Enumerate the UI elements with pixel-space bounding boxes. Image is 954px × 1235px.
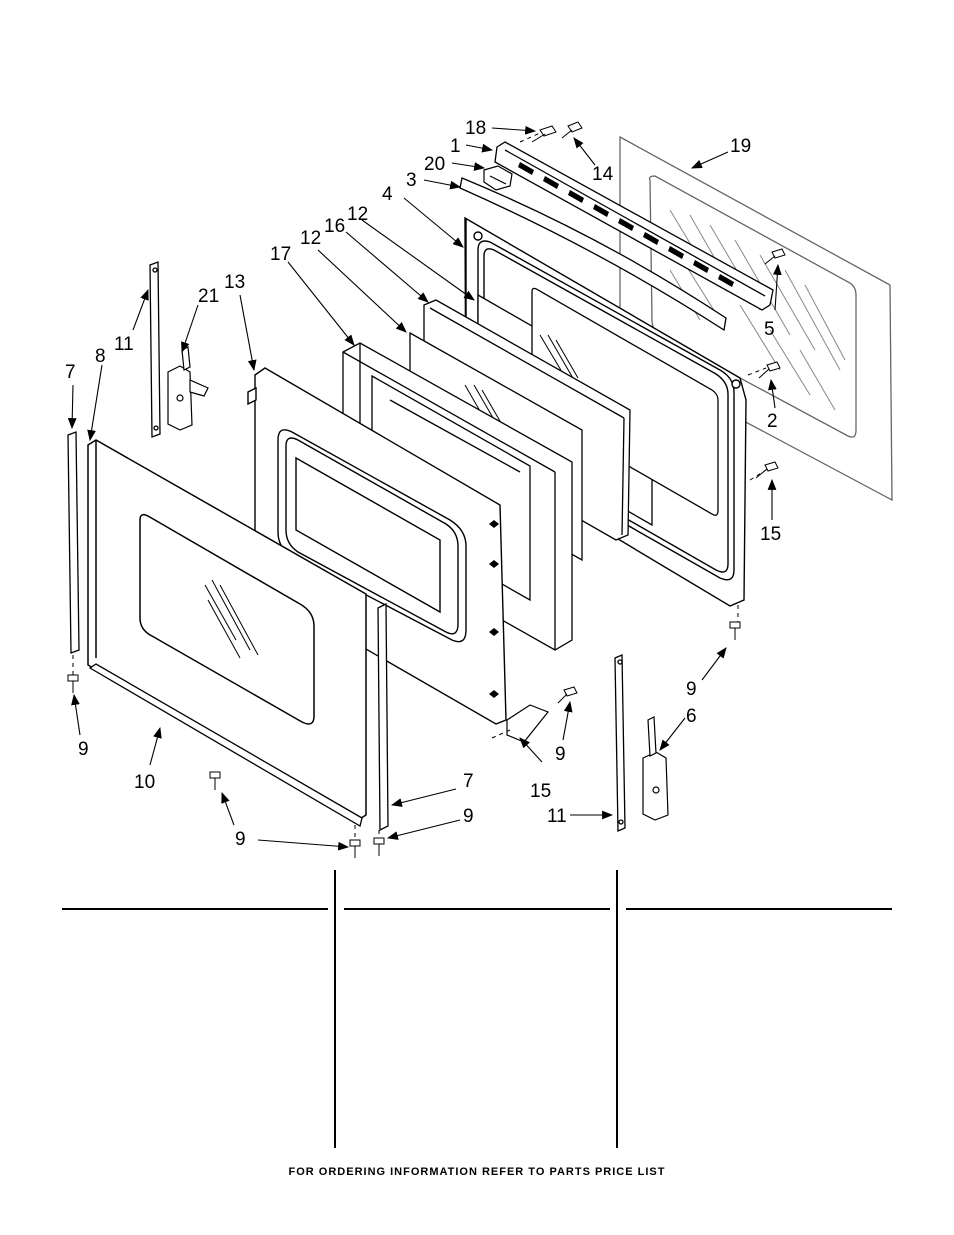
table-rule-right xyxy=(626,908,892,910)
callout-9-bottom: 9 xyxy=(235,829,246,850)
part-21-hinge xyxy=(167,346,209,431)
screws-top xyxy=(531,121,786,479)
part-3-trim-strip xyxy=(459,177,727,332)
callout-13: 13 xyxy=(224,272,245,293)
callout-3: 3 xyxy=(406,170,417,191)
footer-note: FOR ORDERING INFORMATION REFER TO PARTS … xyxy=(288,1166,666,1178)
part-13-liner xyxy=(247,367,507,725)
table-column-divider-2 xyxy=(616,870,618,1148)
callout-9-hinge: 9 xyxy=(686,679,697,700)
callout-5: 5 xyxy=(764,319,775,340)
table-rule-left xyxy=(62,908,328,910)
callout-17: 17 xyxy=(270,244,291,265)
part-6-hinge xyxy=(642,716,669,821)
part-11-hinge-channel-right xyxy=(614,654,626,832)
callout-2: 2 xyxy=(767,411,778,432)
callout-15-right: 15 xyxy=(760,524,781,545)
table-rule-middle xyxy=(344,908,610,910)
part-20-clip xyxy=(483,165,513,191)
leader-arrows xyxy=(67,125,782,851)
part-11-hinge-channel-left xyxy=(149,261,161,438)
callout-4: 4 xyxy=(382,184,393,205)
part-7-side-strip-right xyxy=(377,602,389,832)
callout-12-rear: 12 xyxy=(347,204,368,225)
part-15-bracket xyxy=(506,704,549,743)
part-19-outer-glass xyxy=(619,135,893,502)
part-10-bottom-strip xyxy=(88,663,363,827)
callout-16: 16 xyxy=(324,216,345,237)
callout-7-left: 7 xyxy=(65,362,76,383)
callout-9-bracket: 9 xyxy=(555,744,566,765)
callout-21: 21 xyxy=(198,286,219,307)
part-7-side-strip-left xyxy=(67,431,80,654)
callout-9-left: 9 xyxy=(78,739,89,760)
table-column-divider-1 xyxy=(334,870,336,1148)
part-8-outer-door xyxy=(87,439,367,821)
callout-7-right: 7 xyxy=(463,771,474,792)
part-1-vent-trim xyxy=(494,141,774,311)
callout-11-left: 11 xyxy=(114,334,134,355)
screws-bottom xyxy=(67,621,741,858)
callout-14: 14 xyxy=(592,164,614,185)
callout-15-bottom: 15 xyxy=(530,781,551,802)
callout-18: 18 xyxy=(465,118,486,139)
callout-20: 20 xyxy=(424,154,445,175)
callout-1: 1 xyxy=(450,136,461,157)
callout-6: 6 xyxy=(686,706,697,727)
callout-8: 8 xyxy=(95,346,106,367)
callout-10: 10 xyxy=(134,772,155,793)
callout-11-right: 11 xyxy=(547,806,567,827)
callout-19: 19 xyxy=(730,136,751,157)
callout-12-front: 12 xyxy=(300,228,321,249)
callout-labels: 18 1 20 3 4 12 16 12 17 13 21 11 8 7 9 1… xyxy=(65,118,781,850)
alignment-dashes xyxy=(72,132,767,840)
callout-9-right: 9 xyxy=(463,806,474,827)
